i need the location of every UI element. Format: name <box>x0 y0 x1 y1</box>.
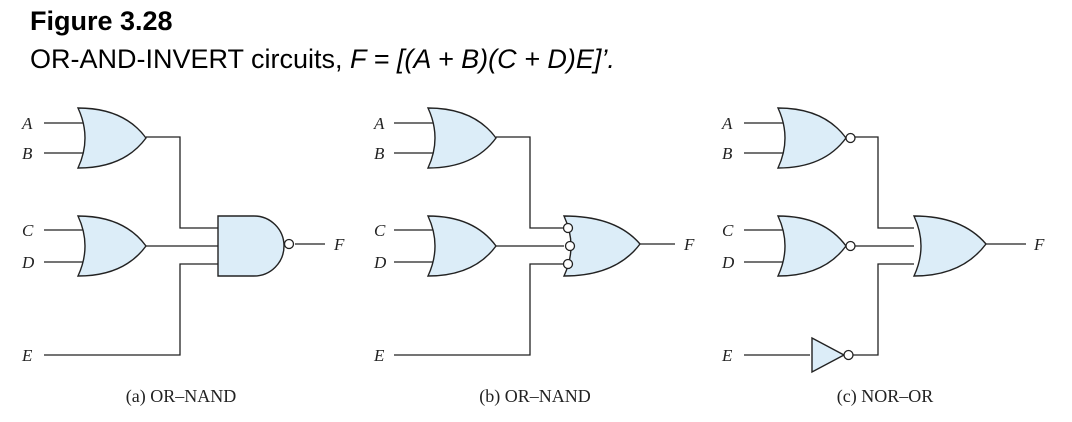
invert-or-gate <box>562 215 641 277</box>
or-gate-ab <box>426 107 497 169</box>
wire-a-or1-out <box>146 136 218 229</box>
panel-label-b: (b) OR–NAND <box>479 386 591 407</box>
figure-caption: OR-AND-INVERT circuits, F = [(A + B)(C +… <box>30 42 615 76</box>
wire-a-ab-inputs <box>44 122 88 154</box>
signal-label-b: B <box>22 144 33 163</box>
nand-output-bubble <box>283 238 295 250</box>
nand-gate <box>217 215 285 277</box>
wire-c-nor1-out <box>852 136 914 229</box>
wire-b-or1-out <box>496 136 564 229</box>
not-gate <box>811 336 846 374</box>
panel-label-c: (c) NOR–OR <box>837 386 934 407</box>
wire-c-cd-inputs <box>744 229 788 263</box>
or-gate-cd <box>76 215 147 277</box>
signal-label-e: E <box>721 346 733 365</box>
figure-title: Figure 3.28 <box>30 6 173 36</box>
wire-a-e <box>44 263 218 356</box>
signal-label-f: F <box>683 235 695 254</box>
wire-c-ab-inputs <box>744 122 788 154</box>
signal-label-d: D <box>21 253 35 272</box>
signal-label-d: D <box>721 253 735 272</box>
nor-output-bubble-1 <box>845 132 856 144</box>
wire-c-not-out <box>853 263 914 356</box>
wire-b-cd-inputs <box>394 229 438 263</box>
signal-label-c: C <box>22 221 34 240</box>
wire-a-cd-inputs <box>44 229 88 263</box>
panel-c: A B C D E F (c) NOR–OR <box>721 107 1045 407</box>
wire-b-ab-inputs <box>394 122 438 154</box>
nor-gate-cd <box>776 215 847 277</box>
input-bubble-2 <box>564 240 576 252</box>
panel-a: A B C D E F (a) OR–NAND <box>21 107 345 407</box>
signal-label-e: E <box>21 346 33 365</box>
signal-label-b: B <box>722 144 733 163</box>
signal-label-a: A <box>373 114 385 133</box>
signal-label-f: F <box>1033 235 1045 254</box>
signal-label-a: A <box>21 114 33 133</box>
or-gate-ab <box>76 107 147 169</box>
input-bubble-1 <box>562 222 574 234</box>
or-gate-cd <box>426 215 497 277</box>
panel-label-a: (a) OR–NAND <box>126 386 236 407</box>
signal-label-f: F <box>333 235 345 254</box>
or-gate-final <box>912 215 987 277</box>
signal-label-c: C <box>374 221 386 240</box>
wire-b-e <box>394 263 564 356</box>
signal-label-d: D <box>373 253 387 272</box>
caption-prefix: OR-AND-INVERT circuits, <box>30 44 351 74</box>
signal-label-c: C <box>722 221 734 240</box>
input-bubble-3 <box>562 258 574 270</box>
nor-gate-ab <box>776 107 847 169</box>
not-output-bubble <box>843 349 854 361</box>
panel-b: A B C D E F (b) OR–NAND <box>373 107 695 407</box>
signal-label-e: E <box>373 346 385 365</box>
signal-label-a: A <box>721 114 733 133</box>
nor-output-bubble-2 <box>845 240 856 252</box>
signal-label-b: B <box>374 144 385 163</box>
caption-equation: F = [(A + B)(C + D)E]’. <box>350 44 615 74</box>
